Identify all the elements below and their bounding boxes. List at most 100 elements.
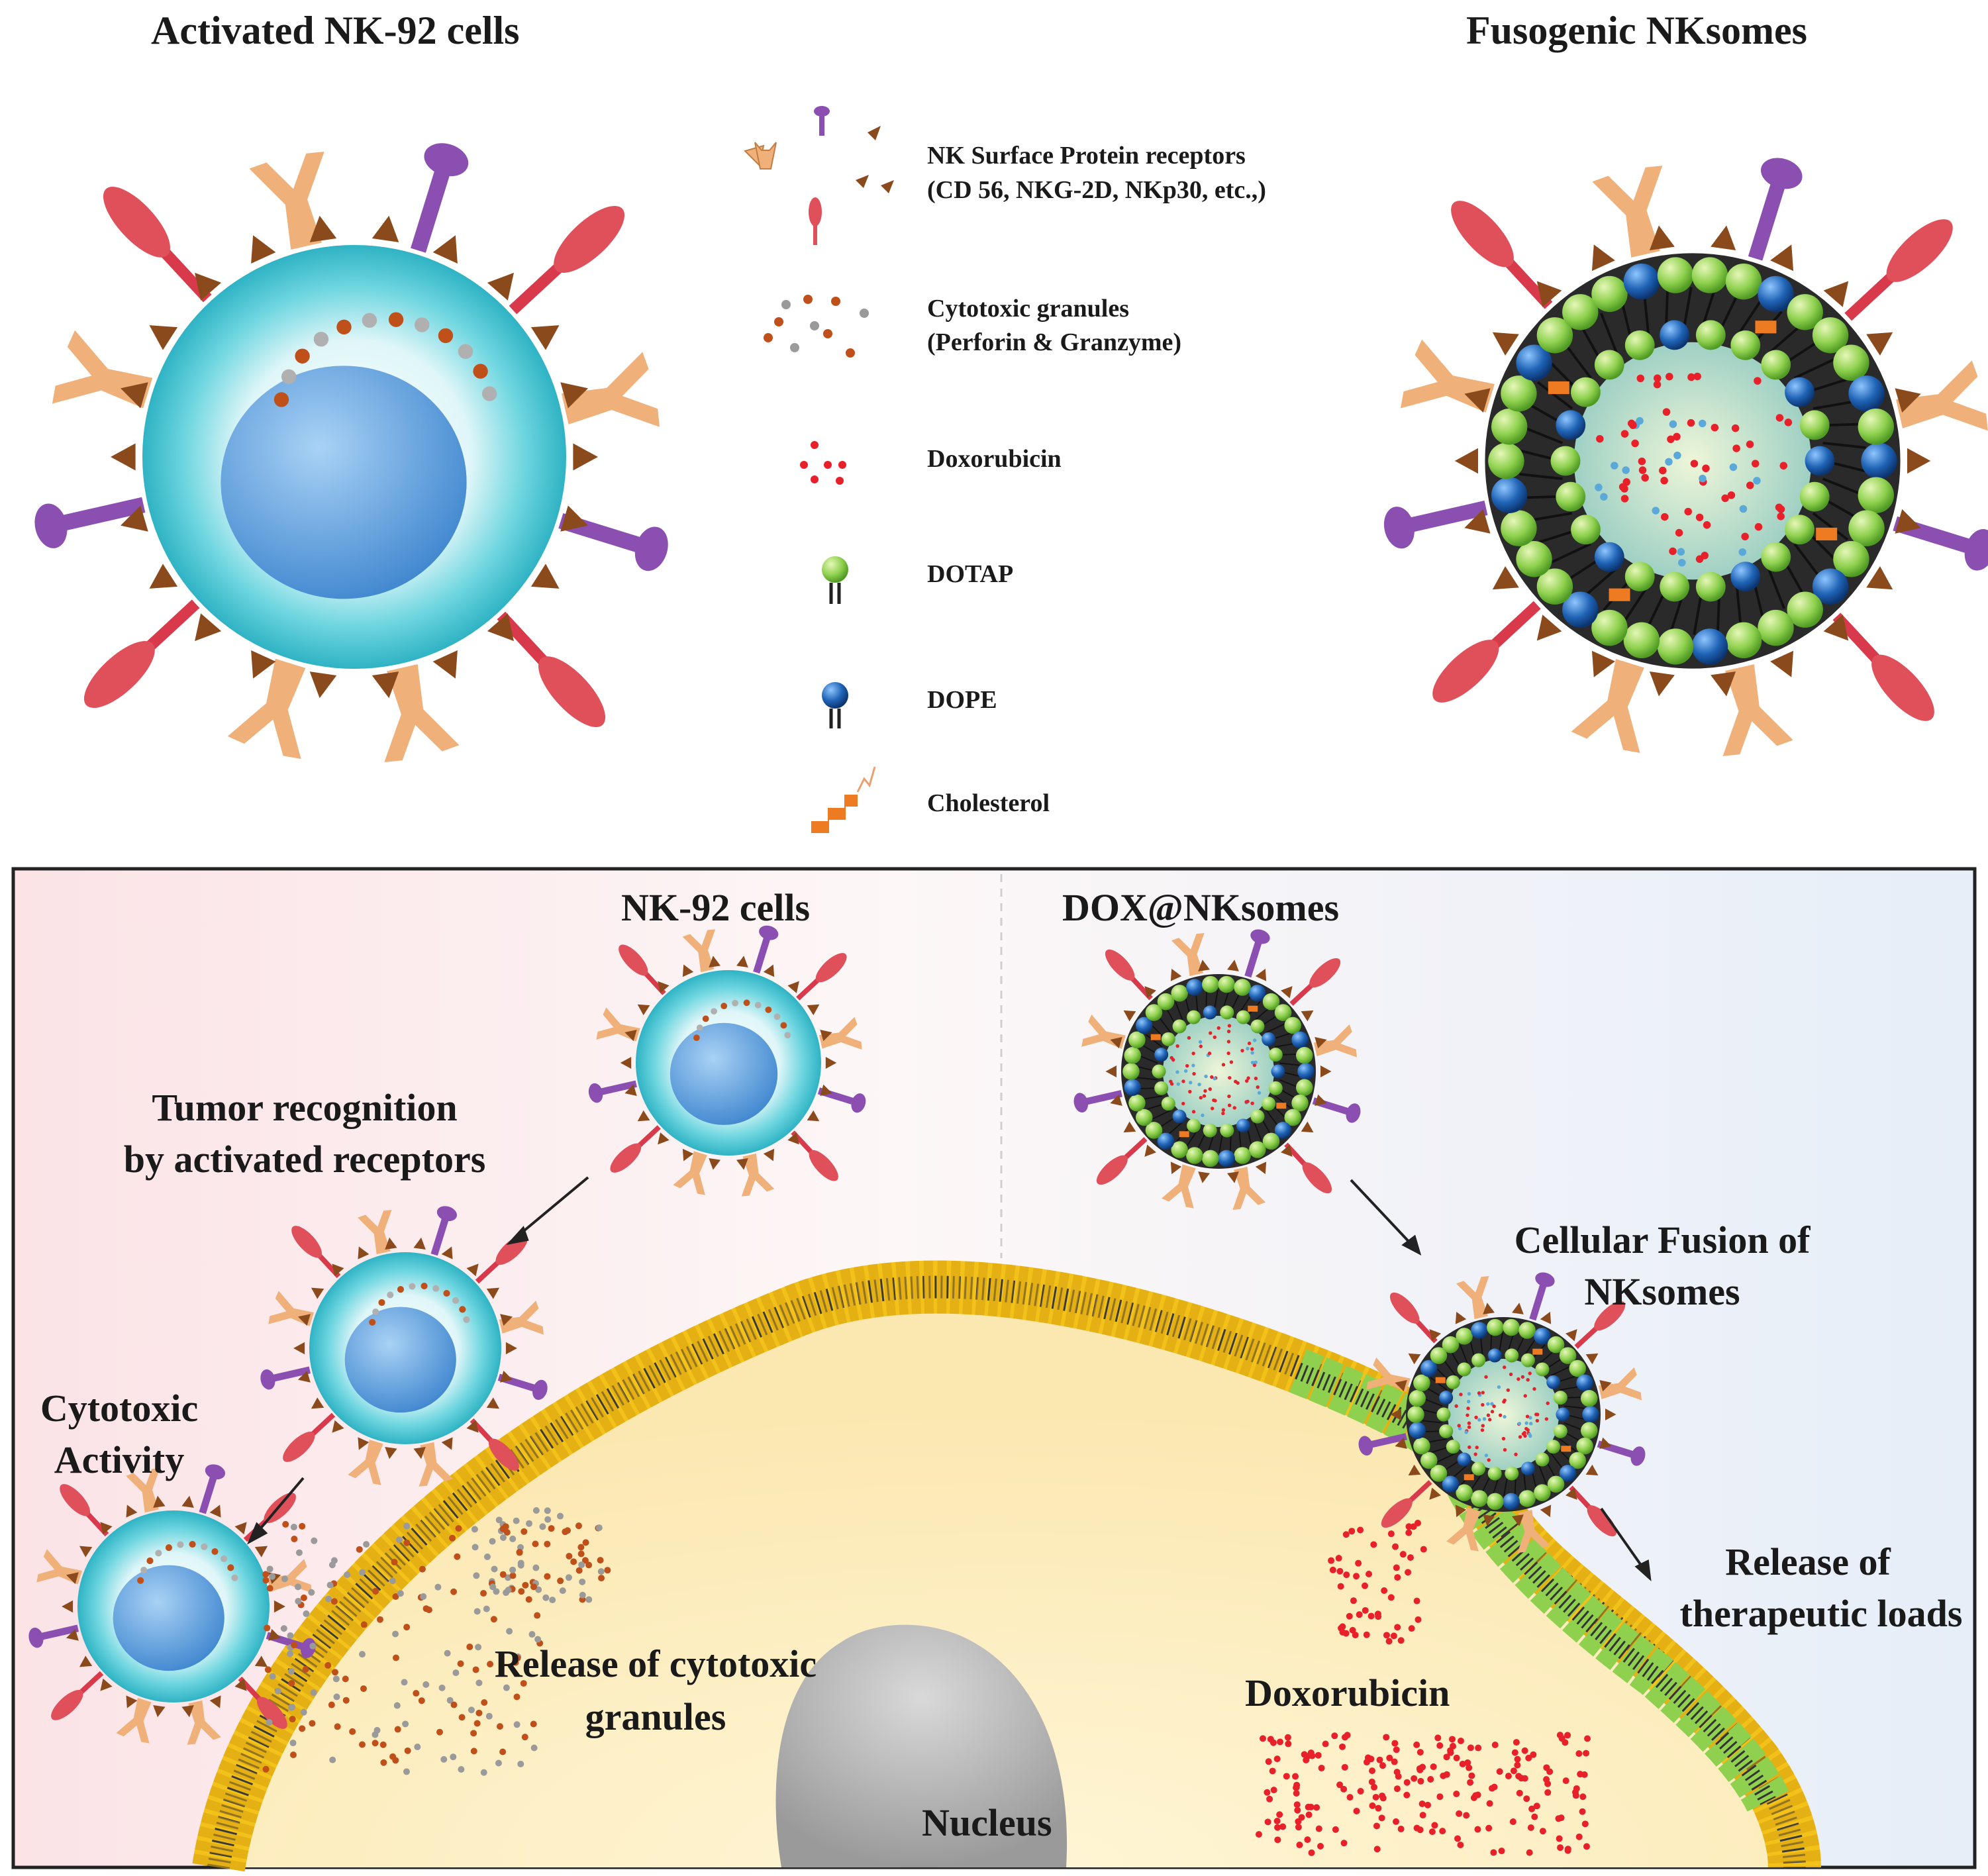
surface-receptor [34,497,146,548]
arrow-to-recognition [515,1176,589,1238]
surface-receptor [358,1210,392,1255]
tumor-nucleus [775,1624,1068,1867]
surface-receptor [588,1080,637,1103]
nksome-fusing [1358,1272,1646,1553]
nk92-cell-recognizing [260,1206,548,1487]
surface-receptor [1598,1367,1642,1401]
surface-receptor [1456,1276,1489,1320]
label-release-granules-1: Release of cytotoxic [494,1642,817,1685]
surface-receptor [187,1700,221,1745]
label-tumor-recognition-1: Tumor recognition [152,1086,458,1129]
surface-receptor [1432,601,1541,703]
doxorubicin-icon [800,441,846,485]
label-tumor-recognition-2: by activated receptors [123,1138,486,1181]
surface-receptor [1451,201,1553,309]
legend-receptors-line1: NK Surface Protein receptors [927,142,1246,170]
surface-receptor [103,186,212,303]
dotap-lipid-icon [822,556,848,604]
surface-receptor [1529,1272,1555,1321]
nk92-cell-attacking [28,1464,316,1745]
surface-receptor [1289,958,1341,1006]
released-doxorubicin [1255,1520,1591,1856]
surface-receptor [126,1468,160,1513]
surface-receptor [51,1671,104,1720]
surface-receptor [1381,1480,1432,1528]
surface-receptor [1232,1166,1266,1210]
surface-receptor [1383,501,1488,549]
surface-receptor [83,599,200,709]
surface-receptor [1358,1433,1407,1456]
surface-receptor [260,1366,311,1390]
arrow-head [1401,1234,1422,1256]
label-nucleus: Nucleus [922,1801,1052,1844]
surface-receptor [267,1559,312,1593]
surface-receptor [610,1125,661,1173]
surface-receptor [1896,360,1988,431]
surface-receptor [819,1016,862,1050]
surface-receptor [430,1206,458,1256]
surface-receptor [1574,1301,1626,1349]
surface-receptor [741,1153,775,1197]
label-dox-nksomes: DOX@NKsomes [1062,886,1340,929]
surface-receptor [796,953,847,1001]
process-arrows [246,1176,1652,1582]
legend-granules-line1: Cytotoxic granules [927,295,1130,322]
surface-receptor [561,352,660,427]
surface-receptor [199,1464,226,1514]
arrow-to-cytotoxic [254,1477,305,1536]
arrow-head [506,1226,529,1246]
label-cytotoxic-1: Cytotoxic [40,1387,199,1430]
nk-receptors-icon [744,106,894,245]
surface-receptor [1748,158,1803,261]
nksome-large [1383,158,1988,756]
surface-receptor [1571,659,1644,754]
arrow-head [1634,1559,1652,1582]
surface-receptor [1096,1137,1148,1185]
arrow-to-fusion [1350,1179,1415,1248]
surface-receptor [227,658,306,760]
nk92-cell-floating [588,925,866,1197]
legend-dope: DOPE [927,686,997,714]
surface-receptor [1832,613,1934,721]
surface-receptor [509,205,625,315]
surface-receptor [419,1442,453,1487]
cytotoxic-granules-icon [764,295,869,358]
legend-cholesterol: Cholesterol [927,789,1050,817]
surface-receptor [753,925,779,974]
surface-receptor [249,152,324,250]
label-cytotoxic-2: Activity [54,1438,185,1481]
surface-receptor [1844,219,1953,321]
right-panel-title: Fusogenic NKsomes [1466,9,1807,52]
legend-icons [744,106,894,833]
label-cellular-fusion-2: NKsomes [1584,1270,1740,1313]
legend-receptors-line2: (CD 56, NKG-2D, NKp30, etc.,) [927,176,1266,204]
surface-receptor [1313,1024,1357,1058]
surface-receptor [499,1301,544,1335]
surface-receptor [1162,1164,1196,1209]
surface-receptor [497,611,606,728]
surface-receptor [1722,664,1793,756]
arrow-to-release [1600,1507,1646,1572]
surface-receptor [116,1698,152,1744]
surface-receptor [1400,339,1495,413]
surface-receptor [1446,1507,1481,1552]
label-release-loads-1: Release of [1725,1540,1891,1583]
dox-nksome-floating [1073,929,1361,1210]
surface-receptor [283,1412,336,1462]
cholesterol-icon [811,766,876,833]
released-granules [262,1507,611,1776]
surface-receptor [411,143,469,253]
surface-receptor [1073,1090,1122,1113]
surface-receptor [348,1440,383,1485]
surface-receptor [52,330,153,409]
surface-receptor [682,929,716,973]
surface-receptor [673,1151,707,1195]
label-release-loads-2: therapeutic loads [1679,1592,1963,1635]
label-release-granules-2: granules [585,1695,726,1738]
surface-receptor [28,1624,79,1648]
label-cellular-fusion-1: Cellular Fusion of [1514,1218,1811,1261]
legend-granules-line2: (Perforin & Granzyme) [927,328,1182,356]
legend-doxorubicin: Doxorubicin [927,445,1062,473]
arrow-head [246,1522,268,1545]
